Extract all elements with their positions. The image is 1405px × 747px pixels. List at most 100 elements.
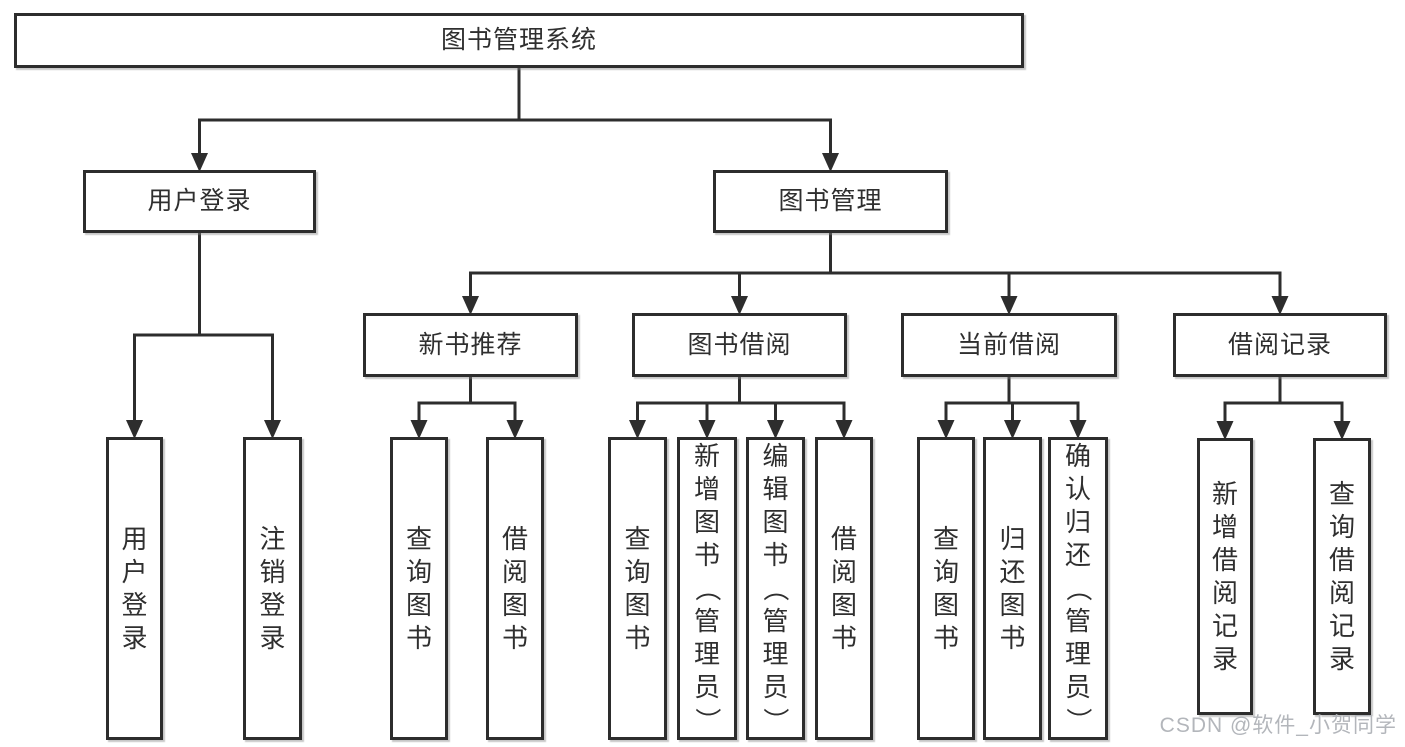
node-book-management: 图书管理 [713, 170, 948, 233]
label-char: 增 [1211, 511, 1238, 542]
node-label: 当前借阅 [956, 330, 1061, 359]
node-bb-add-books-admin: 新增图书（管理员） [677, 437, 737, 740]
arrowhead-down-icon [767, 420, 784, 439]
node-label: 新增图书（管理员） [692, 440, 722, 737]
label-char: 增 [693, 474, 720, 504]
node-bb-borrow-books: 借阅图书 [815, 437, 873, 740]
node-nbr-borrow-books: 借阅图书 [486, 437, 544, 740]
node-label: 借阅记录 [1227, 330, 1332, 359]
label-char: 书 [999, 622, 1026, 653]
node-library-system: 图书管理系统 [14, 13, 1024, 68]
label-char: 归 [999, 523, 1026, 554]
label-char: 查 [932, 523, 959, 554]
arrowhead-down-icon [731, 296, 748, 315]
arrowhead-down-icon [822, 153, 839, 172]
node-bb-query-books: 查询图书 [608, 437, 667, 740]
node-label: 查询图书 [933, 523, 959, 655]
arrowhead-down-icon [410, 420, 428, 439]
label-char: （ [760, 575, 791, 602]
label-char: 借 [501, 523, 528, 554]
label-char: （ [692, 575, 723, 602]
node-borrowing-records: 借阅记录 [1173, 313, 1387, 377]
label-char: ） [692, 707, 723, 734]
label-char: 书 [693, 540, 720, 570]
label-char: 图 [693, 507, 720, 537]
arrowhead-down-icon [1004, 420, 1021, 439]
label-char: 借 [1328, 544, 1355, 575]
arrowhead-down-icon [1069, 420, 1087, 439]
label-char: 借 [830, 523, 857, 554]
label-char: 录 [259, 622, 286, 653]
label-char: 书 [932, 622, 959, 653]
node-user-login-action: 用户登录 [106, 437, 163, 740]
node-label: 图书管理 [778, 187, 883, 215]
label-char: 查 [1328, 478, 1355, 509]
node-label: 图书管理系统 [440, 26, 597, 54]
node-label: 图书借阅 [687, 330, 792, 359]
label-char: 还 [1064, 540, 1091, 570]
arrowhead-down-icon [1333, 421, 1351, 440]
label-char: 阅 [830, 556, 857, 587]
label-char: ） [760, 707, 791, 734]
label-char: 图 [999, 589, 1026, 620]
node-br-add-record: 新增借阅记录 [1197, 438, 1253, 715]
label-char: 编 [762, 441, 789, 471]
node-current-borrowing: 当前借阅 [901, 313, 1117, 377]
node-label: 用户登录 [121, 523, 147, 655]
label-char: 询 [1328, 511, 1355, 542]
label-char: ） [1063, 707, 1094, 734]
label-char: 注 [259, 523, 286, 554]
label-char: 阅 [1328, 577, 1355, 608]
label-char: 图 [405, 589, 432, 620]
arrowhead-down-icon [698, 420, 716, 439]
node-cb-return-books: 归还图书 [983, 437, 1042, 740]
label-char: 登 [259, 589, 286, 620]
label-char: 图 [830, 589, 857, 620]
label-char: 户 [121, 556, 148, 587]
label-char: 新 [693, 441, 720, 471]
label-char: 查 [405, 523, 432, 554]
node-label: 新增借阅记录 [1212, 478, 1238, 676]
node-label: 新书推荐 [418, 330, 523, 359]
label-char: 询 [932, 556, 959, 587]
label-char: 辑 [762, 474, 789, 504]
node-label: 归还图书 [999, 523, 1025, 655]
watermark: CSDN @软件_小贺同学 [1159, 714, 1397, 737]
label-char: 书 [762, 540, 789, 570]
node-bb-edit-books-admin: 编辑图书（管理员） [746, 437, 805, 740]
arrowhead-down-icon [1271, 296, 1289, 315]
arrowhead-down-icon [1216, 421, 1234, 440]
label-char: 管 [1064, 606, 1091, 636]
label-char: 录 [121, 622, 148, 653]
label-char: 录 [1328, 643, 1355, 674]
label-char: 阅 [1211, 577, 1238, 608]
label-char: 书 [830, 622, 857, 653]
node-label: 用户登录 [147, 187, 252, 215]
label-char: 阅 [501, 556, 528, 587]
label-char: 员 [762, 672, 789, 702]
label-char: 归 [1064, 507, 1091, 537]
label-char: 询 [405, 556, 432, 587]
node-user-login: 用户登录 [83, 170, 316, 233]
node-nbr-query-books: 查询图书 [390, 437, 448, 740]
label-char: 书 [624, 622, 651, 653]
label-char: 员 [1064, 672, 1091, 702]
node-label: 查询图书 [624, 523, 650, 655]
label-char: 管 [762, 606, 789, 636]
arrowhead-down-icon [1000, 296, 1018, 315]
label-char: 用 [121, 523, 148, 554]
node-book-borrowing: 图书借阅 [632, 313, 847, 377]
label-char: 记 [1328, 610, 1355, 641]
arrowhead-down-icon [264, 420, 281, 439]
label-char: 理 [693, 639, 720, 669]
node-label: 编辑图书（管理员） [761, 440, 791, 737]
node-cb-query-books: 查询图书 [917, 437, 975, 740]
label-char: 图 [932, 589, 959, 620]
node-new-book-recommend: 新书推荐 [363, 313, 578, 377]
arrowhead-down-icon [191, 153, 208, 172]
label-char: 图 [762, 507, 789, 537]
label-char: 还 [999, 556, 1026, 587]
node-label: 注销登录 [259, 523, 285, 655]
